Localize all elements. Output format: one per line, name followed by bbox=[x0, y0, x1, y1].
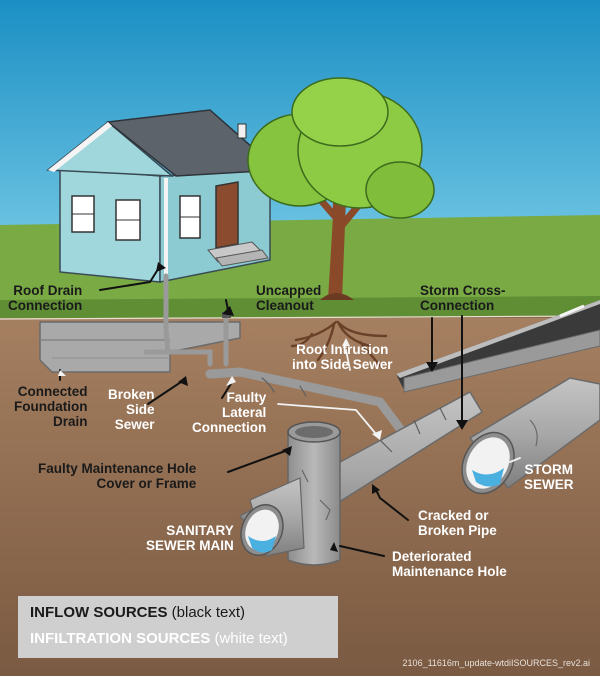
legend-infiltration: INFILTRATION SOURCES (white text) bbox=[30, 630, 288, 647]
file-name: 2106_11616m_update-wtdiISOURCES_rev2.ai bbox=[402, 658, 590, 668]
label-cracked-broken-pipe: Cracked or Broken Pipe bbox=[418, 508, 497, 538]
storm-sewer-pipe bbox=[461, 377, 600, 495]
label-line: SEWER MAIN bbox=[146, 538, 234, 553]
label-line: Connection bbox=[420, 298, 495, 313]
sanitary-outlet bbox=[240, 477, 305, 557]
label-line: Connection bbox=[192, 420, 267, 435]
label-line: SEWER bbox=[524, 477, 574, 492]
label-line: Side bbox=[126, 402, 155, 417]
legend-infiltration-title: INFILTRATION SOURCES bbox=[30, 630, 211, 647]
label-line: STORM bbox=[524, 462, 574, 477]
label-broken-side-sewer: Broken Side Sewer bbox=[108, 387, 155, 432]
leader-arrowheads bbox=[156, 262, 468, 552]
tree-roots bbox=[290, 320, 388, 370]
legend-inflow-note: (black text) bbox=[167, 604, 246, 621]
label-storm-sewer: STORM SEWER bbox=[524, 462, 574, 492]
leader-arrowheads-light bbox=[58, 338, 382, 440]
label-line: Connection bbox=[8, 298, 83, 313]
legend-infiltration-note: (white text) bbox=[210, 630, 288, 647]
label-storm-cross-connection: Storm Cross- Connection bbox=[420, 283, 506, 313]
label-deteriorated-maintenance-hole: Deteriorated Maintenance Hole bbox=[392, 549, 507, 579]
leader-lines-light bbox=[277, 349, 521, 463]
label-faulty-maintenance-hole-cover: Faulty Maintenance Hole Cover or Frame bbox=[38, 461, 196, 491]
label-sanitary-sewer-main: SANITARY SEWER MAIN bbox=[146, 523, 234, 553]
label-line: Foundation bbox=[14, 399, 88, 414]
label-line: Deteriorated bbox=[392, 549, 472, 564]
label-line: Connected bbox=[17, 384, 88, 399]
tree bbox=[247, 77, 435, 300]
label-connected-foundation-drain: Connected Foundation Drain bbox=[14, 384, 87, 429]
label-line: Root Intrusion bbox=[296, 342, 389, 357]
label-line: Faulty bbox=[226, 390, 267, 405]
label-line: SANITARY bbox=[166, 523, 234, 538]
house bbox=[45, 109, 280, 283]
label-line: Cleanout bbox=[256, 298, 314, 313]
label-line: Roof Drain bbox=[13, 283, 83, 298]
legend-inflow-title: INFLOW SOURCES bbox=[30, 604, 168, 621]
label-line: Broken bbox=[108, 387, 155, 402]
label-line: Cracked or bbox=[418, 508, 489, 523]
label-uncapped-cleanout: Uncapped Cleanout bbox=[256, 283, 321, 313]
label-faulty-lateral-connection: Faulty Lateral Connection bbox=[192, 390, 266, 435]
foundation bbox=[39, 321, 241, 373]
legend-inflow: INFLOW SOURCES (black text) bbox=[30, 604, 245, 621]
label-line: Faulty Maintenance Hole bbox=[38, 461, 197, 476]
label-line: Maintenance Hole bbox=[392, 564, 507, 579]
road bbox=[396, 300, 600, 393]
label-line: Storm Cross- bbox=[420, 283, 506, 298]
label-line: Sewer bbox=[114, 417, 155, 432]
label-line: Drain bbox=[52, 414, 88, 429]
label-line: Uncapped bbox=[256, 283, 322, 298]
label-line: Lateral bbox=[221, 405, 267, 420]
legend-box: INFLOW SOURCES (black text) INFILTRATION… bbox=[18, 596, 338, 658]
label-line: Broken Pipe bbox=[418, 523, 497, 538]
label-roof-drain-connection: Roof Drain Connection bbox=[8, 283, 82, 313]
label-root-intrusion: Root Intrusion into Side Sewer bbox=[292, 342, 393, 372]
label-line: Cover or Frame bbox=[96, 476, 197, 491]
house-plumbing bbox=[143, 273, 409, 439]
label-line: into Side Sewer bbox=[292, 357, 393, 372]
